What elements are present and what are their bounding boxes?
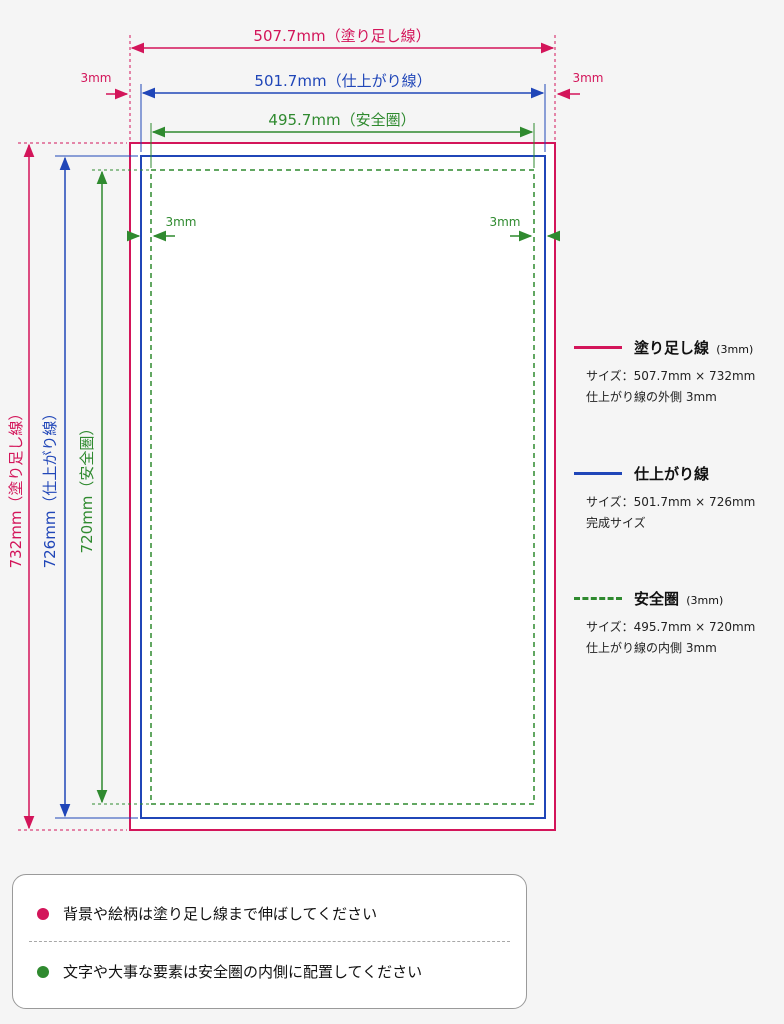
left-bleed-label: 732mm（塗り足し線） xyxy=(7,406,25,569)
legend-safe-title: 安全圏 (3mm) xyxy=(634,589,724,608)
notes-box: 背景や絵柄は塗り足し線まで伸ばしてください 文字や大事な要素は安全圏の内側に配置… xyxy=(12,874,527,1009)
legend-bleed-swatch xyxy=(574,345,622,349)
legend-safe-note: 仕上がり線の内側 3mm xyxy=(586,641,717,655)
bleed-frame xyxy=(129,142,556,831)
left-safe-dimension: 720mm（安全圏） xyxy=(78,169,149,805)
legend-bleed-size: サイズ：507.7mm × 732mm xyxy=(586,369,756,383)
green-bullet-icon xyxy=(37,965,49,978)
left-trim-dimension: 726mm（仕上がり線） xyxy=(41,155,138,819)
top-bleed-dimension: 507.7mm（塗り足し線） xyxy=(129,27,556,140)
legend-safe-size: サイズ：495.7mm × 720mm xyxy=(586,620,756,634)
left-bleed-dimension: 732mm（塗り足し線） xyxy=(7,142,127,831)
margin-top-right: 3mm xyxy=(556,71,604,100)
legend-trim: 仕上がり線 サイズ：501.7mm × 726mm 完成サイズ xyxy=(574,462,784,534)
margin-top-left-label: 3mm xyxy=(80,71,111,85)
margin-inner-right: 3mm xyxy=(489,215,561,242)
print-template-diagram: 507.7mm（塗り足し線） 501.7mm（仕上がり線） 495.7mm（安全… xyxy=(7,27,604,831)
legend-trim-note: 完成サイズ xyxy=(586,516,646,530)
legend-trim-swatch xyxy=(574,471,622,475)
trim-frame xyxy=(140,155,546,819)
legend-bleed-note: 仕上がり線の外側 3mm xyxy=(586,390,717,404)
top-safe-dimension: 495.7mm（安全圏） xyxy=(150,111,535,168)
safe-frame xyxy=(150,169,535,805)
margin-top-left: 3mm xyxy=(80,71,129,100)
margin-top-right-label: 3mm xyxy=(572,71,603,85)
note-safe-text: 文字や大事な要素は安全圏の内側に配置してください xyxy=(63,963,423,981)
pink-bullet-icon xyxy=(37,907,49,920)
margin-inner-right-label: 3mm xyxy=(489,215,520,229)
note-safe: 文字や大事な要素は安全圏の内側に配置してください xyxy=(37,961,422,982)
legend-bleed-suffix: (3mm) xyxy=(716,342,754,356)
legend-safe-swatch xyxy=(574,596,622,600)
left-safe-label: 720mm（安全圏） xyxy=(78,421,96,554)
margin-inner-left-label: 3mm xyxy=(165,215,196,229)
legend-trim-title: 仕上がり線 xyxy=(634,464,710,483)
notes-divider xyxy=(29,941,510,942)
margin-inner-left: 3mm xyxy=(126,215,197,242)
top-safe-label: 495.7mm（安全圏） xyxy=(268,111,415,129)
note-bleed-text: 背景や絵柄は塗り足し線まで伸ばしてください xyxy=(63,905,378,923)
note-bleed: 背景や絵柄は塗り足し線まで伸ばしてください xyxy=(37,903,377,924)
legend-bleed-title: 塗り足し線 (3mm) xyxy=(634,338,754,357)
top-bleed-label: 507.7mm（塗り足し線） xyxy=(253,27,430,45)
top-trim-dimension: 501.7mm（仕上がり線） xyxy=(140,72,546,152)
legend-bleed: 塗り足し線 (3mm) サイズ：507.7mm × 732mm 仕上がり線の外側… xyxy=(574,336,784,408)
legend-safe: 安全圏 (3mm) サイズ：495.7mm × 720mm 仕上がり線の内側 3… xyxy=(574,587,784,659)
left-trim-label: 726mm（仕上がり線） xyxy=(41,406,59,569)
legend-trim-size: サイズ：501.7mm × 726mm xyxy=(586,495,756,509)
top-trim-label: 501.7mm（仕上がり線） xyxy=(254,72,431,90)
legend-safe-suffix: (3mm) xyxy=(686,593,724,607)
